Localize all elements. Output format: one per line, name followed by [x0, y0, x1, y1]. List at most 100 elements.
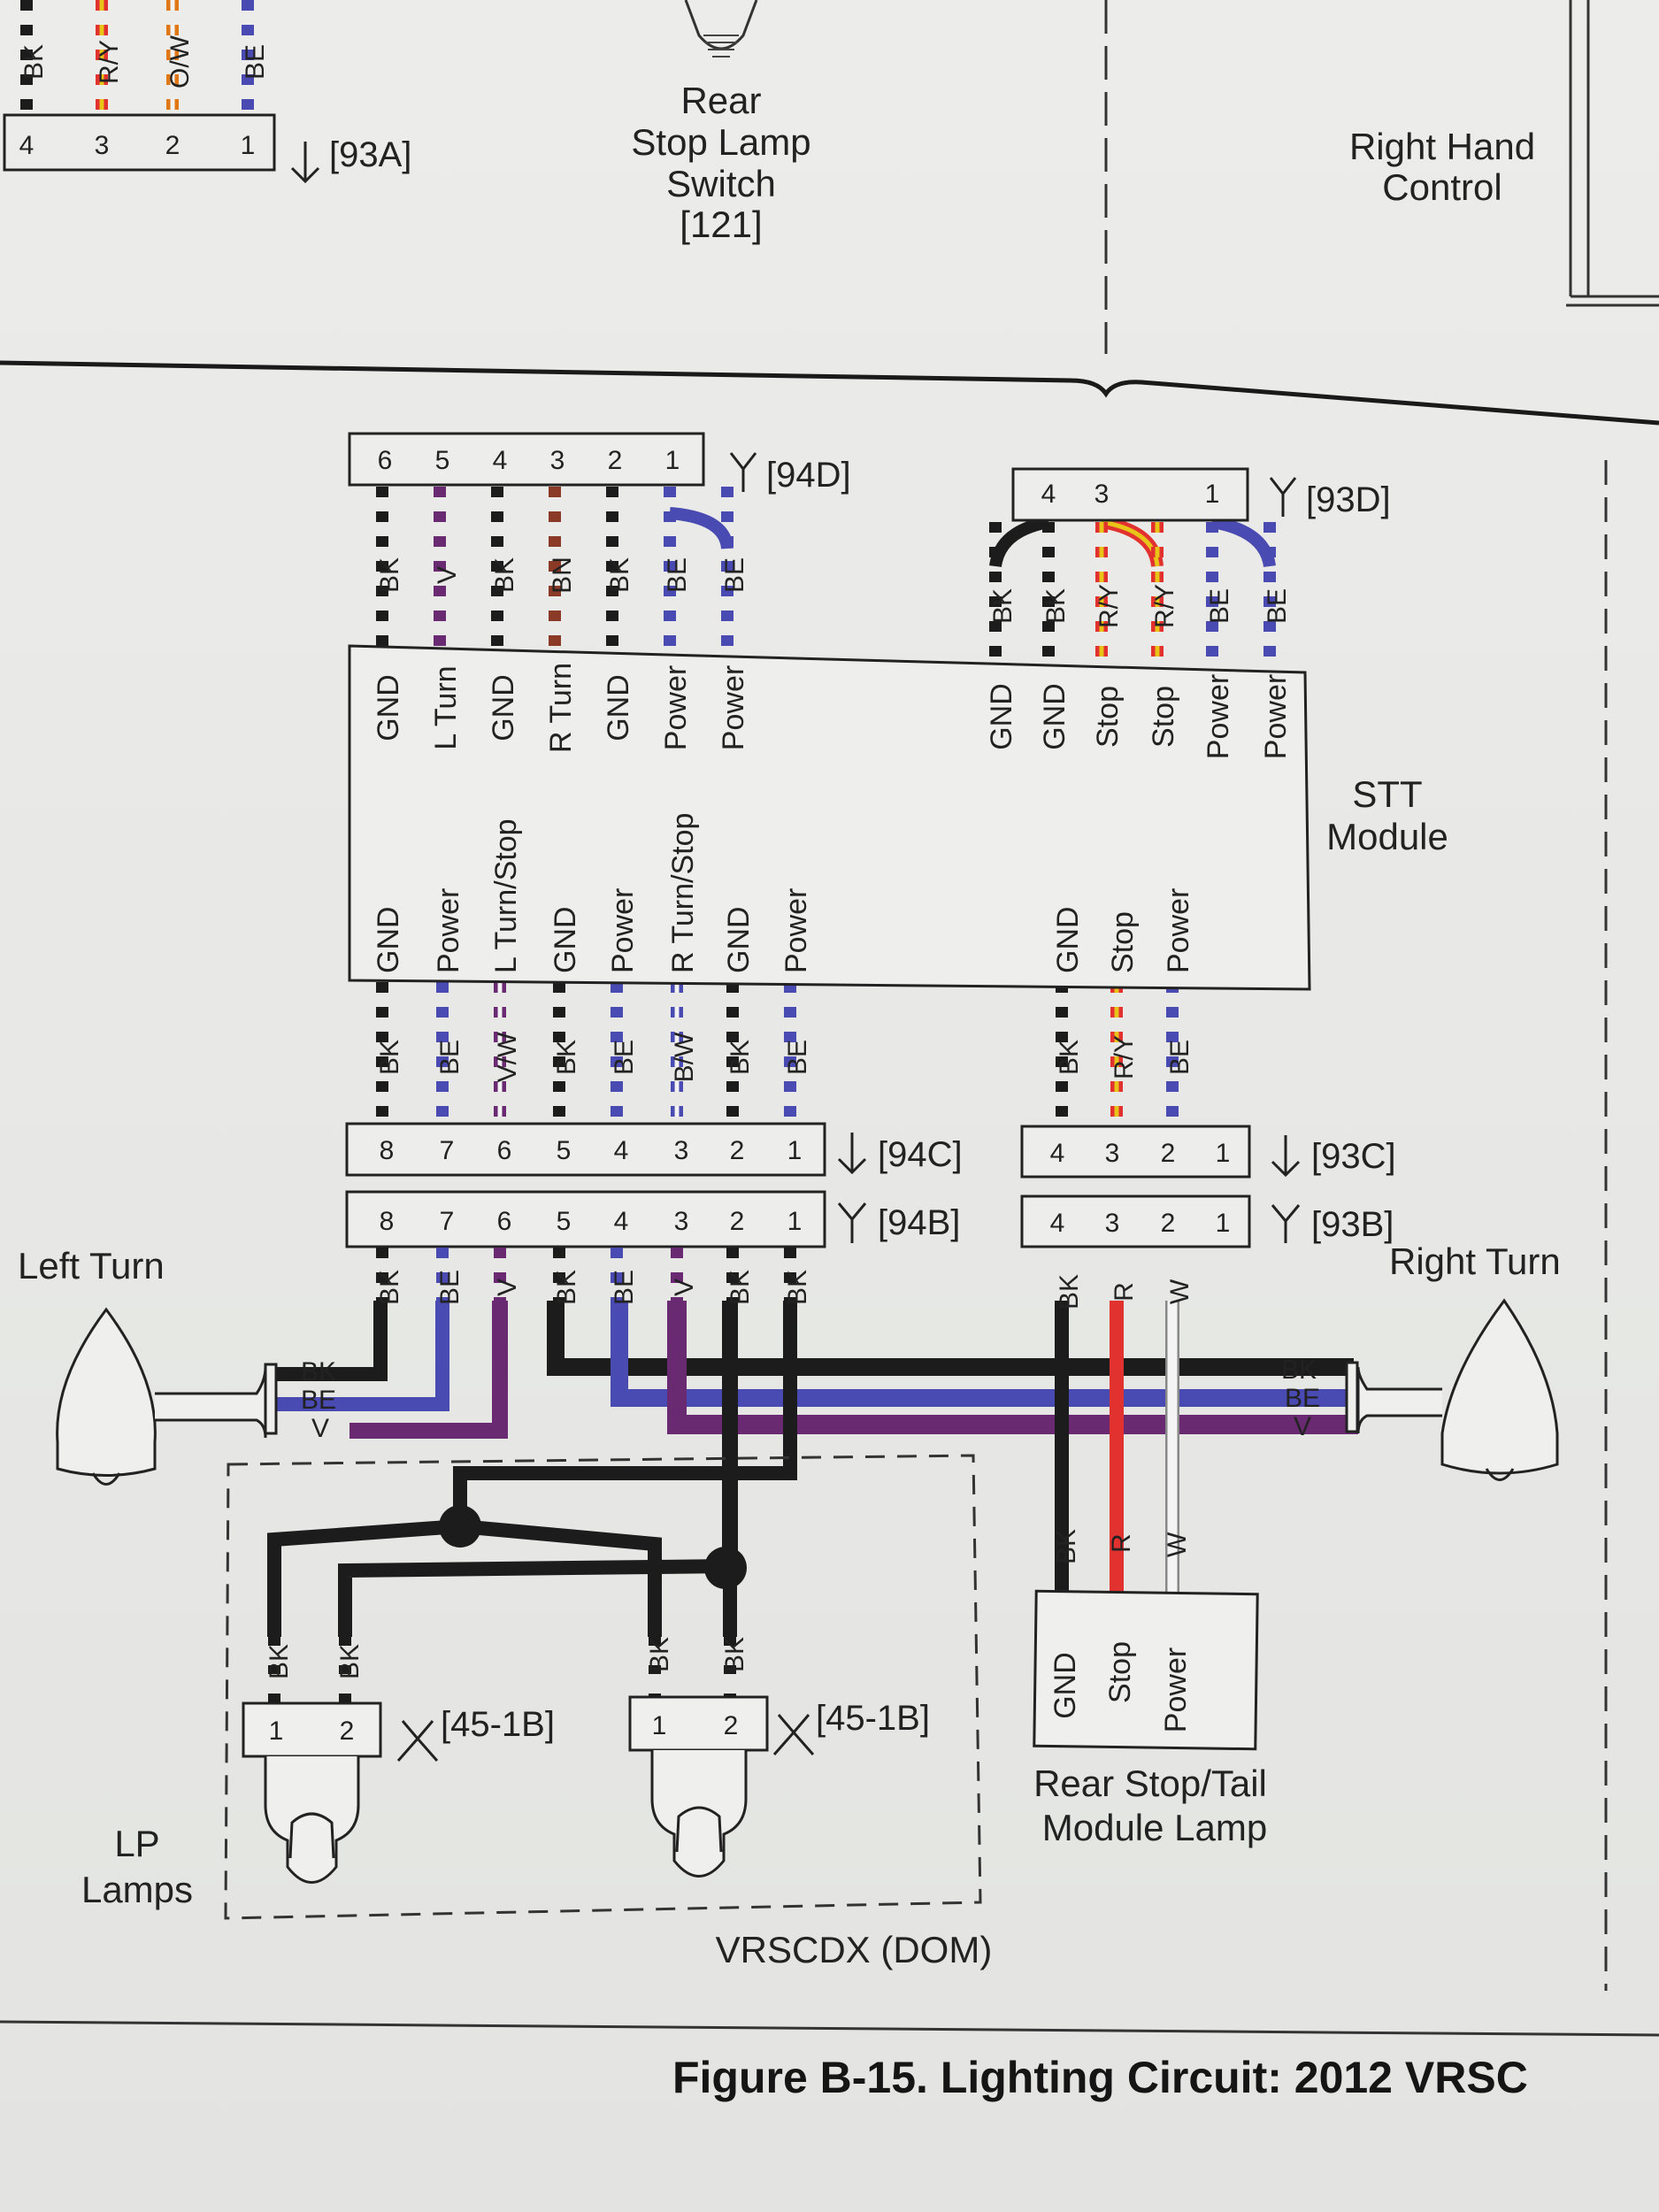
- stt-bottom-right-func-2: Power: [1162, 888, 1195, 973]
- stt-module: [348, 644, 1311, 991]
- dom-option-box: [224, 1454, 982, 1920]
- lp1-wire-2: BK: [335, 1644, 365, 1679]
- rear-switch-line1: Rear: [680, 80, 761, 121]
- lp2-pin-1: 1: [652, 1711, 667, 1740]
- lp2-ref: [45-1B]: [816, 1699, 930, 1738]
- wire-93d-bk-jumper: [989, 516, 1050, 568]
- down-arrow-icon: [837, 1133, 867, 1175]
- c94c-pin-4: 4: [614, 1136, 629, 1165]
- wire-label-93a-0: BK: [19, 44, 49, 80]
- c94b-pin-4: 4: [614, 1207, 629, 1236]
- left-turn-title: Left Turn: [18, 1245, 165, 1286]
- dom-label: VRSCDX (DOM): [716, 1929, 993, 1970]
- wire-label-94d-1: V: [433, 566, 462, 584]
- wire-label-94d-4: BK: [605, 557, 634, 593]
- connector-94b-box: [345, 1190, 826, 1248]
- wire-label-93d-0: BK: [988, 588, 1018, 624]
- right-turn-wire-be: BE: [1285, 1384, 1320, 1413]
- c94b-pin-6: 6: [497, 1207, 512, 1236]
- wire-label-93a-2: O/W: [165, 35, 195, 88]
- wire-label-93c-0: BK: [1055, 1040, 1084, 1075]
- lp2-wire-1: BK: [645, 1637, 674, 1672]
- connector-94c-box: [345, 1122, 826, 1177]
- y-terminal-icon: [1271, 1204, 1301, 1243]
- stt-bottom-left-func-5: R Turn/Stop: [666, 813, 700, 973]
- socket-terminal-icon: [396, 1720, 439, 1762]
- stt-top-right-func-4: Power: [1202, 674, 1235, 759]
- stt-bottom-right-func-1: Stop: [1106, 911, 1140, 973]
- c94d-pin-2: 2: [608, 446, 623, 475]
- connector-94d-box: [348, 432, 705, 487]
- wire-label-94b-2: V: [493, 1279, 522, 1296]
- caption-rule: [0, 2020, 1659, 2037]
- c94d-pin-5: 5: [435, 446, 450, 475]
- c93c-pin-3: 3: [1105, 1139, 1120, 1168]
- c93a-pin-2: 2: [165, 131, 180, 160]
- rear-module-title-line2: Module Lamp: [1042, 1807, 1267, 1848]
- rear-module-power: Power: [1159, 1647, 1193, 1732]
- c94c-pin-1: 1: [787, 1136, 803, 1165]
- wire-label-94d-2: BK: [490, 557, 519, 593]
- connector-93b-wire-labels: BK R W: [1055, 1274, 1194, 1310]
- y-terminal-icon: [1269, 477, 1297, 517]
- wire-label-93a-1: R/Y: [95, 40, 124, 84]
- wire-label-93b-2: W: [1165, 1279, 1194, 1304]
- stt-bottom-left-func-4: Power: [606, 888, 640, 973]
- wire-label-94b-1: BE: [435, 1270, 465, 1305]
- wire-label-93b-1: R: [1110, 1282, 1139, 1302]
- c93b-pin-1: 1: [1216, 1209, 1231, 1238]
- rear-module-gnd: GND: [1048, 1652, 1082, 1719]
- left-turn-wire-be: BE: [301, 1386, 336, 1415]
- connector-93d-ref: [93D]: [1306, 480, 1391, 519]
- wire-label-94c-6: BK: [726, 1040, 755, 1075]
- lp2-wire-2: BK: [720, 1637, 749, 1672]
- wire-label-94d-6: BE: [720, 557, 749, 593]
- wire-label-94c-1: BE: [435, 1040, 465, 1075]
- wire-label-93b-0: BK: [1055, 1274, 1084, 1310]
- rear-module-title-line1: Rear Stop/Tail: [1033, 1763, 1267, 1804]
- wire-label-94b-6: BK: [726, 1270, 755, 1305]
- c94b-pin-7: 7: [440, 1207, 455, 1236]
- stt-bottom-right-func-0: GND: [1051, 906, 1085, 973]
- wire-label-93c-1: R/Y: [1110, 1035, 1139, 1079]
- stt-title-line2: Module: [1326, 816, 1448, 857]
- right-turn-title: Right Turn: [1389, 1240, 1561, 1282]
- stt-bottom-left-func-7: Power: [780, 888, 813, 973]
- connector-94d-ref: [94D]: [766, 456, 851, 495]
- c93b-pin-3: 3: [1105, 1209, 1120, 1238]
- wire-label-93a-3: BE: [241, 44, 270, 80]
- rear-switch-line4: [121]: [680, 204, 762, 245]
- stt-top-left-func-6: Power: [717, 665, 750, 750]
- y-terminal-icon: [729, 452, 757, 492]
- connector-93c-wires: BK R/Y BE: [1055, 982, 1194, 1126]
- c94c-pin-6: 6: [497, 1136, 512, 1165]
- connector-93c-box: [1020, 1125, 1251, 1179]
- page-rule: [0, 360, 1659, 426]
- stt-top-right-func-3: Stop: [1147, 686, 1180, 748]
- lp1-pin-1: 1: [269, 1717, 284, 1746]
- stt-bottom-left-func-3: GND: [549, 906, 582, 973]
- stt-bottom-left-func-6: GND: [722, 906, 756, 973]
- c93c-pin-1: 1: [1216, 1139, 1231, 1168]
- switch-thread-icon: [703, 35, 739, 58]
- wire-94d-be-jumper: [669, 507, 733, 549]
- c94b-pin-1: 1: [787, 1207, 803, 1236]
- rear-switch-line2: Stop Lamp: [631, 121, 810, 163]
- wire-label-94c-5: B/W: [670, 1032, 699, 1082]
- connector-94c-ref: [94C]: [878, 1135, 963, 1174]
- c93c-pin-4: 4: [1050, 1139, 1065, 1168]
- wire-label-93c-2: BE: [1165, 1040, 1194, 1075]
- c94b-pin-2: 2: [730, 1207, 745, 1236]
- right-turn-lamp: [1345, 1298, 1559, 1481]
- rhc-housing: [1566, 0, 1659, 307]
- stt-top-right-func-5: Power: [1259, 674, 1293, 759]
- left-turn-lamp: [56, 1307, 278, 1486]
- rear-module-stop: Stop: [1103, 1641, 1137, 1703]
- c93b-pin-2: 2: [1161, 1209, 1176, 1238]
- rear-module-wire-r: R: [1107, 1533, 1136, 1553]
- c94d-pin-1: 1: [665, 446, 680, 475]
